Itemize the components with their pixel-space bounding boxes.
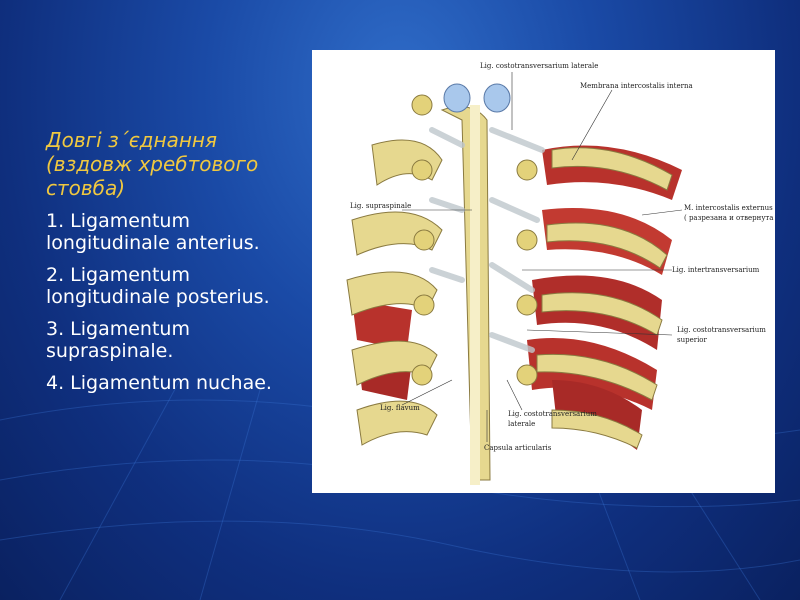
- list-item: 4. Ligamentum nuchae.: [46, 372, 272, 394]
- articular-facet-right: [483, 83, 511, 113]
- label-costotransversarium-laterale-bottom-line2: laterale: [508, 420, 535, 428]
- label-costotransversarium-laterale-top: Lig. costotransversarium laterale: [480, 62, 598, 70]
- label-intertransversarium: Lig. intertransversarium: [672, 266, 760, 274]
- slide-text: Довгі з´єднання (вздовж хребтового стовб…: [46, 128, 296, 404]
- list-item: 1. Ligamentum longitudinale anterius.: [46, 210, 260, 254]
- spinous-column: [440, 106, 491, 481]
- transverse-processes: [411, 94, 538, 386]
- label-capsula-articularis: Capsula articularis: [484, 444, 552, 452]
- list-item: 2. Ligamentum longitudinale posterius.: [46, 264, 270, 308]
- spine-ligaments-drawing: Lig. costotransversarium laterale Membra…: [346, 62, 775, 485]
- slide-subtitle: Довгі з´єднання (вздовж хребтового стовб…: [46, 128, 259, 200]
- label-intercostalis-note: ( разрезана и отвернута ): [684, 214, 775, 222]
- supraspinous-ligament: [470, 105, 480, 485]
- label-costotransversarium-superior: Lig. costotransversarium: [677, 326, 766, 334]
- label-intercostalis-externus: M. intercostalis externus: [684, 204, 773, 212]
- anatomy-illustration: Lig. costotransversarium laterale Membra…: [312, 50, 775, 493]
- list-item: 3. Ligamentum supraspinale.: [46, 318, 190, 362]
- label-membrana-intercostalis: Membrana intercostalis interna: [580, 82, 693, 90]
- label-supraspinale: Lig. supraspinale: [350, 202, 411, 210]
- label-leaders: [401, 72, 683, 442]
- label-costotransversarium-superior-line2: superior: [677, 336, 708, 344]
- label-flavum: Lig. flavum: [380, 404, 420, 412]
- label-costotransversarium-laterale-bottom: Lig. costotransversarium: [508, 410, 597, 418]
- ribs: [346, 139, 673, 449]
- ligament-fibers: [429, 127, 545, 353]
- articular-facet-left: [443, 83, 471, 113]
